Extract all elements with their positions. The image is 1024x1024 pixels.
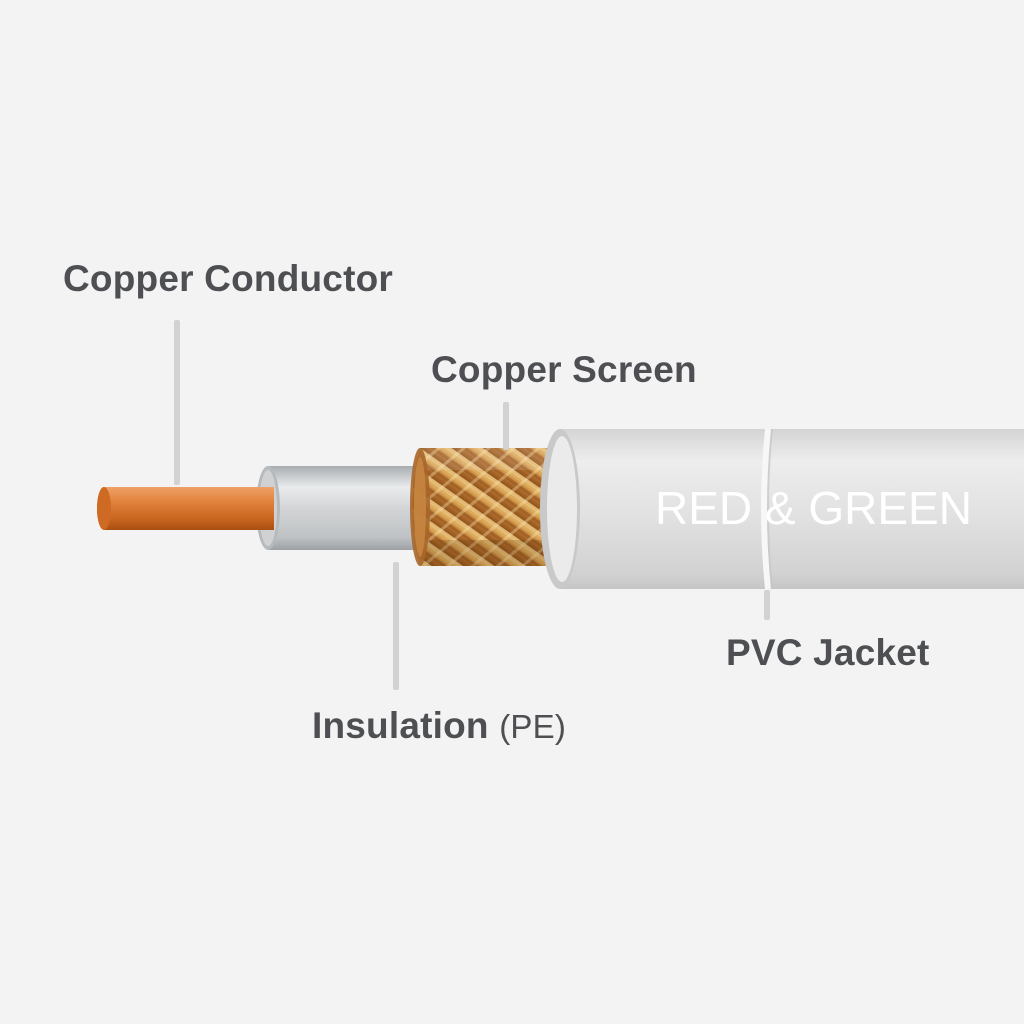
copper-screen-label-text: Copper Screen — [431, 349, 697, 390]
insulation-label-text: Insulation — [312, 705, 489, 746]
copper-screen-label: Copper Screen — [431, 349, 697, 391]
pvc-jacket-label: PVC Jacket — [726, 632, 930, 674]
insulation-material-text: (PE) — [499, 708, 567, 745]
copper-screen-braid — [410, 448, 560, 566]
conductor-leader-line — [174, 320, 180, 485]
insulation-leader-line — [393, 562, 399, 690]
insulation-label: Insulation (PE) — [312, 705, 566, 747]
pvc-jacket-label-text: PVC Jacket — [726, 632, 930, 673]
copper-conductor-label: Copper Conductor — [63, 258, 393, 300]
pvc-jacket: RED & GREEN — [540, 428, 1024, 590]
screen-leader-line — [503, 402, 509, 450]
copper-conductor-label-text: Copper Conductor — [63, 258, 394, 299]
jacket-print-text: RED & GREEN — [655, 482, 972, 534]
jacket-leader-line — [764, 590, 770, 620]
